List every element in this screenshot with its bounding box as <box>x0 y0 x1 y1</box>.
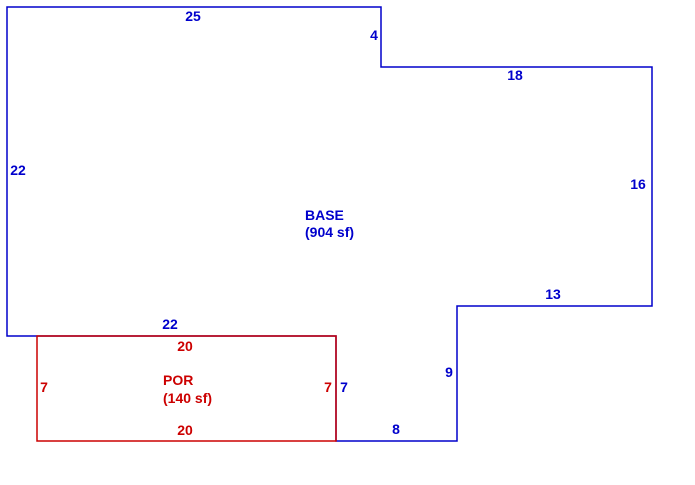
base-dim-top: 25 <box>185 8 201 24</box>
base-area-label: (904 sf) <box>305 224 354 240</box>
base-dim-notch-side: 9 <box>445 364 453 380</box>
porch-name-label: POR <box>163 372 193 388</box>
base-dim-porch-side: 7 <box>340 379 348 395</box>
porch-area-label: (140 sf) <box>163 390 212 406</box>
base-dim-step-down: 4 <box>370 27 378 43</box>
porch-outline <box>36 335 337 442</box>
base-dim-bottom-left: 22 <box>162 316 178 332</box>
base-name-label: BASE <box>305 207 344 223</box>
porch-dim-bottom: 20 <box>177 422 193 438</box>
porch-dim-left: 7 <box>40 379 48 395</box>
base-dim-right: 16 <box>630 176 646 192</box>
porch-dim-top: 20 <box>177 338 193 354</box>
base-dim-bottom-right: 8 <box>392 421 400 437</box>
porch-dim-right: 7 <box>324 379 332 395</box>
base-dim-notch-top: 13 <box>545 286 561 302</box>
base-dim-upper-right-top: 18 <box>507 67 523 83</box>
base-dim-left: 22 <box>10 162 26 178</box>
